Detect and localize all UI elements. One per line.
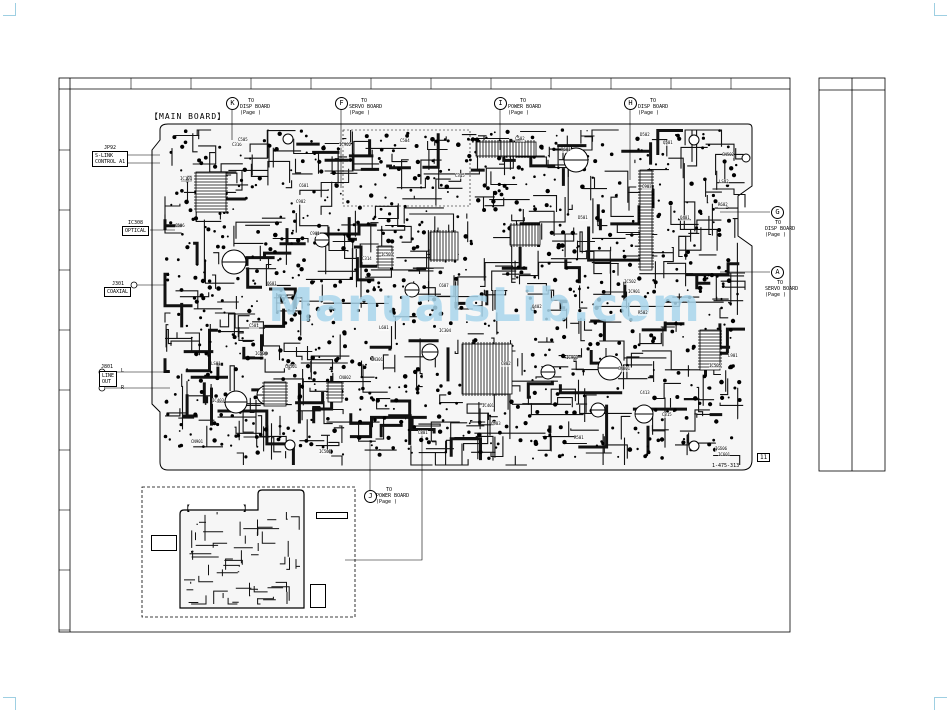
component-label: CN502: [722, 152, 735, 158]
corner-mark-top-right: [934, 3, 947, 16]
component-label: C505: [238, 137, 248, 143]
component-label: IC403: [212, 398, 225, 404]
component-label: L601: [379, 325, 389, 331]
component-label: IC502: [624, 279, 637, 285]
component-label: Q601: [267, 281, 277, 287]
component-label: IC503: [381, 252, 394, 258]
component-label: C901: [310, 231, 320, 237]
connector-f-marker: F: [335, 97, 348, 110]
connector-g-marker: G: [771, 206, 784, 219]
component-label: IC901: [628, 289, 641, 295]
connector-j-marker: J: [364, 490, 377, 503]
component-label: R501: [574, 435, 584, 441]
connector-g-label: TO DISP BOARD (Page ): [765, 220, 796, 238]
sub-board-title-right: 】: [243, 504, 251, 513]
component-label: D501: [578, 215, 588, 221]
component-label: IC304: [439, 328, 452, 334]
component-label: R502: [638, 310, 648, 316]
component-label: LS02: [719, 179, 729, 185]
component-label: LS01: [211, 361, 221, 367]
connector-f-label: TO SERVO BOARD (Page ): [349, 98, 383, 116]
connector-h-marker: H: [624, 97, 637, 110]
component-label: CN802: [339, 375, 352, 381]
component-label: C501: [249, 323, 259, 329]
jack-slink-ref: JP92: [104, 145, 117, 151]
component-label: IC601: [718, 452, 731, 458]
jack-lineout-label: LINE OUT: [99, 371, 118, 387]
page-mark: 11: [757, 453, 771, 462]
jack-optical-ref: IC308: [128, 220, 144, 226]
component-label: C801: [418, 430, 428, 436]
component-label: C315: [662, 412, 672, 418]
connector-k-marker: K: [226, 97, 239, 110]
watermark: ManualsLib.com: [268, 278, 701, 332]
component-label: IC501: [319, 449, 332, 455]
jack-lineout-r: R: [121, 385, 125, 391]
component-label: C504: [400, 138, 410, 144]
component-label: IC401: [482, 403, 495, 409]
component-label: IC504: [255, 351, 268, 357]
corner-mark-bottom-left: [3, 697, 16, 710]
component-label: D502: [640, 132, 650, 138]
component-label: CN501: [285, 364, 298, 370]
jack-lineout-ref: J801: [101, 364, 114, 370]
connector-a-label: TO SERVO BOARD (Page ): [765, 280, 799, 298]
sub-board-lead-box: [316, 512, 348, 519]
component-label: IC902: [339, 142, 352, 148]
component-label: CN801: [618, 366, 631, 372]
component-label: Q501: [663, 140, 673, 146]
component-label: C314: [362, 256, 372, 262]
component-label: C502: [515, 136, 525, 142]
component-label: CN301: [371, 357, 384, 363]
sub-board-terminal-box: [310, 584, 326, 608]
main-board-title: 【MAIN BOARD】: [150, 112, 227, 121]
component-label: C903: [642, 184, 652, 190]
component-label: C607: [439, 283, 449, 289]
component-label: C316: [232, 142, 242, 148]
component-label: Q402: [532, 304, 542, 310]
component-label: IC903: [566, 355, 579, 361]
jack-coaxial-label: COAXIAL: [104, 287, 132, 297]
connector-i-marker: I: [494, 97, 507, 110]
part-number: 1-475-313: [712, 463, 740, 469]
component-label: C506: [175, 223, 185, 229]
component-label: IC101: [180, 176, 193, 182]
component-label: C413: [640, 390, 650, 396]
jack-slink-label: S-LINK CONTROL A1: [92, 151, 129, 167]
component-label: CN901: [191, 439, 204, 445]
component-label: R602: [718, 202, 728, 208]
component-label: C802: [501, 361, 511, 367]
connector-h-label: TO DISP BOARD (Page ): [638, 98, 669, 116]
component-label: C503: [491, 421, 501, 427]
corner-mark-bottom-right: [934, 697, 947, 710]
component-label: IC506: [715, 446, 728, 452]
jack-coaxial-ref: J301: [112, 281, 125, 287]
jack-optical-label: OPTICAL: [122, 226, 150, 236]
component-label: C601: [299, 183, 309, 189]
connector-k-label: TO DISP BOARD (Page ): [240, 98, 271, 116]
component-label: IC505: [709, 363, 722, 369]
connector-a-marker: A: [771, 266, 784, 279]
connector-i-label: TO POWER BOARD (Page ): [508, 98, 542, 116]
component-label: Q401: [680, 215, 690, 221]
corner-mark-top-left: [3, 3, 16, 16]
connector-j-label: TO POWER BOARD (Page ): [376, 487, 410, 505]
component-label: C902: [296, 199, 306, 205]
component-label: R601: [561, 147, 571, 153]
sub-board-title-left: 【: [182, 504, 190, 513]
component-label: C315: [455, 173, 465, 179]
sub-board-connector-box: [151, 535, 177, 551]
jack-lineout-l: L: [121, 368, 125, 374]
component-label: L901: [728, 353, 738, 359]
